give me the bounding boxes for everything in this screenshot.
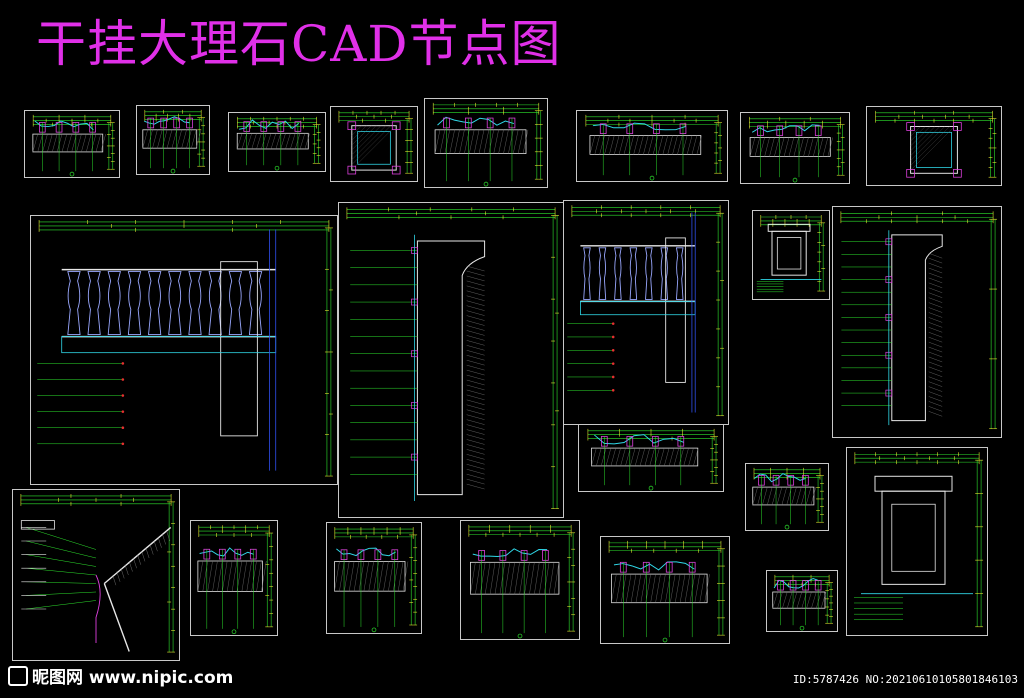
detail-5-drawing bbox=[432, 102, 543, 187]
balustrade-elevation-right bbox=[563, 200, 729, 425]
wall-section-e-drawing bbox=[772, 574, 833, 631]
detail-2 bbox=[136, 105, 210, 175]
detail-2-drawing bbox=[142, 109, 206, 174]
detail-7-drawing bbox=[749, 116, 845, 183]
detail-4-drawing bbox=[338, 110, 413, 175]
detail-1-drawing bbox=[32, 114, 115, 177]
detail-3-drawing bbox=[236, 116, 321, 171]
corner-detail-drawing bbox=[20, 493, 176, 653]
cornice-section-right-drawing bbox=[840, 211, 998, 430]
watermark-id: ID:5787426 NO:20210610105801846103 bbox=[792, 673, 1018, 686]
wall-section-d-drawing bbox=[752, 467, 824, 530]
detail-8-drawing bbox=[875, 110, 997, 178]
beam-section bbox=[578, 424, 724, 492]
cornice-section-center-drawing bbox=[346, 207, 560, 509]
panel-elevation-bottom bbox=[846, 447, 988, 636]
watermark-brand: 昵图网 www.nipic.com bbox=[8, 663, 233, 688]
wall-section-b-drawing bbox=[334, 527, 418, 633]
wall-section-b bbox=[326, 522, 422, 634]
panel-elevation bbox=[752, 210, 830, 300]
panel-elevation-drawing bbox=[756, 215, 826, 293]
detail-8 bbox=[866, 106, 1002, 186]
wall-section-e bbox=[766, 570, 838, 632]
detail-1 bbox=[24, 110, 120, 178]
detail-6-drawing bbox=[585, 114, 722, 181]
detail-4 bbox=[330, 106, 418, 182]
page-title: 干挂大理石CAD节点图 bbox=[36, 15, 562, 73]
wall-section-f bbox=[600, 536, 730, 644]
detail-7 bbox=[740, 112, 850, 184]
balustrade-elevation-left bbox=[30, 215, 338, 485]
corner-detail bbox=[12, 489, 180, 661]
panel-elevation-bottom-drawing bbox=[853, 452, 984, 628]
detail-5 bbox=[424, 98, 548, 188]
balustrade-elevation-left-drawing bbox=[37, 219, 333, 477]
cornice-section-right bbox=[832, 206, 1002, 438]
wall-section-c bbox=[460, 520, 580, 640]
cornice-section-center bbox=[338, 202, 564, 518]
wall-section-d bbox=[745, 463, 829, 531]
detail-6 bbox=[576, 110, 728, 182]
wall-section-c-drawing bbox=[468, 524, 576, 639]
wall-section-f-drawing bbox=[608, 540, 725, 643]
watermark-brand-text: 昵图网 www.nipic.com bbox=[32, 668, 234, 688]
detail-3 bbox=[228, 112, 326, 172]
wall-section-a bbox=[190, 520, 278, 636]
beam-section-drawing bbox=[587, 428, 718, 491]
wall-section-a-drawing bbox=[197, 525, 274, 635]
balustrade-elevation-right-drawing bbox=[567, 205, 725, 417]
nipic-logo-icon bbox=[8, 666, 28, 686]
